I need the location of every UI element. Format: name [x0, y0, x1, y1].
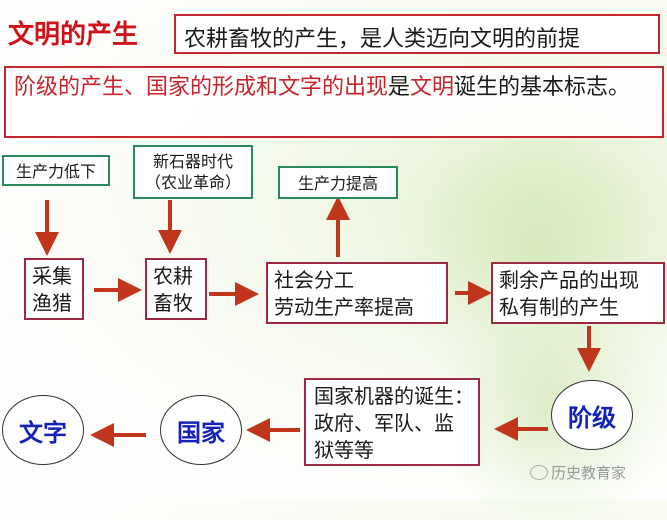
outcome-state: 国家 — [160, 395, 242, 465]
page-title: 文明的产生 — [8, 20, 139, 50]
stage-label: 政府、军队、监 — [314, 411, 454, 435]
outcome-label: 国家 — [177, 418, 225, 447]
statement-red-2: 文明 — [410, 75, 455, 100]
stage-label: 国家机器的诞生： — [314, 384, 474, 408]
stage-gathering: 采集 渔猎 — [24, 258, 84, 320]
watermark: 历史教育家 — [530, 462, 626, 483]
outcome-label: 阶级 — [568, 403, 616, 432]
cause-low-productivity: 生产力低下 — [2, 155, 110, 186]
statement-box: 阶级的产生、国家的形成和文字的出现是文明诞生的基本标志。 — [4, 66, 664, 138]
stage-label: 劳动生产率提高 — [274, 295, 414, 319]
statement-red-1: 阶级的产生、国家的形成和文字的出现 — [14, 75, 389, 100]
stage-label: 畜牧 — [153, 291, 193, 315]
stage-farming: 农耕 畜牧 — [145, 258, 207, 320]
stage-label: 采集 — [32, 264, 72, 288]
background-leaf — [380, 100, 667, 400]
statement-dark-2: 诞生的基本标志。 — [454, 75, 631, 100]
statement-dark-1: 是 — [388, 75, 411, 100]
wechat-icon — [530, 465, 548, 480]
watermark-text: 历史教育家 — [551, 464, 627, 482]
cause-label: 生产力低下 — [15, 162, 96, 181]
stage-label: 剩余产品的出现 — [499, 268, 639, 292]
stage-label: 狱等等 — [314, 438, 374, 462]
headline-box: 农耕畜牧的产生，是人类迈向文明的前提 — [174, 14, 660, 54]
stage-label: 渔猎 — [32, 291, 72, 315]
cause-productivity-up: 生产力提高 — [278, 166, 398, 199]
cause-label: 新石器时代 — [152, 152, 233, 171]
outcome-class: 阶级 — [551, 380, 633, 450]
stage-state-machine: 国家机器的诞生： 政府、军队、监 狱等等 — [304, 378, 480, 466]
stage-surplus: 剩余产品的出现 私有制的产生 — [491, 262, 665, 324]
cause-label: （农业革命） — [144, 173, 241, 192]
stage-label: 私有制的产生 — [499, 295, 619, 319]
stage-division-of-labor: 社会分工 劳动生产率提高 — [266, 262, 448, 324]
cause-neolithic: 新石器时代 （农业革命） — [133, 145, 253, 199]
outcome-label: 文字 — [19, 418, 67, 447]
cause-label: 生产力提高 — [297, 174, 378, 193]
stage-label: 农耕 — [153, 264, 193, 288]
flow-arrows — [35, 196, 601, 447]
stage-label: 社会分工 — [274, 268, 354, 292]
outcome-writing: 文字 — [2, 395, 84, 465]
